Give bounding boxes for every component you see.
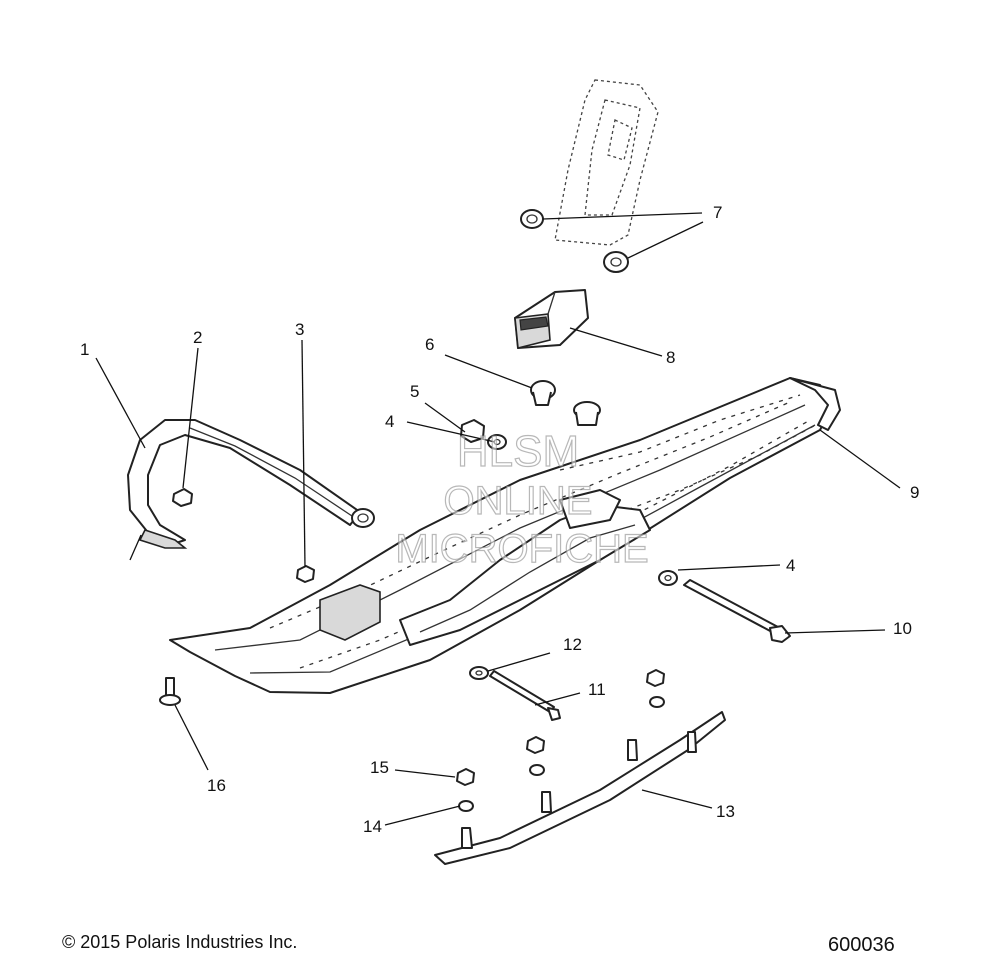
washer-14c — [649, 696, 665, 708]
callout-10: 10 — [893, 619, 912, 638]
callout-14: 14 — [363, 817, 382, 836]
spindle-reference — [554, 79, 659, 246]
callout-labels: 1 2 3 4 5 6 7 8 9 4 10 12 11 13 15 14 16 — [80, 203, 919, 836]
washer-14b — [529, 764, 545, 776]
handle-nut — [172, 488, 193, 507]
callout-12: 12 — [563, 635, 582, 654]
long-bolt — [683, 579, 791, 643]
callout-6: 6 — [425, 335, 434, 354]
callout-15: 15 — [370, 758, 389, 777]
rivet-16 — [159, 677, 181, 706]
watermark-line-2: ONLINE — [444, 479, 593, 523]
bushing-upper — [520, 209, 544, 229]
watermark: HLSM ONLINE MICROFICHE — [395, 426, 650, 571]
leader-lines — [95, 212, 901, 826]
callout-4a: 4 — [385, 412, 394, 431]
callout-16: 16 — [207, 776, 226, 795]
callout-3: 3 — [295, 320, 304, 339]
nut-15c — [646, 669, 665, 687]
watermark-line-3: MICROFICHE — [395, 527, 648, 571]
callout-1: 1 — [80, 340, 89, 359]
hex-nut-upper — [460, 419, 485, 443]
hex-nut-3 — [296, 565, 315, 583]
copyright-notice: © 2015 Polaris Industries Inc. — [62, 932, 298, 952]
callout-2: 2 — [193, 328, 202, 347]
ski-body — [169, 377, 841, 694]
callout-9: 9 — [910, 483, 919, 502]
bolt-11 — [489, 670, 561, 721]
wear-bar — [434, 711, 726, 865]
ski-handle-loop — [127, 419, 375, 549]
diagram-id: 600036 — [828, 934, 895, 956]
nut-15b — [526, 736, 545, 754]
nut-15a — [456, 768, 475, 786]
callout-11: 11 — [588, 680, 606, 699]
bushing-lower — [603, 251, 629, 273]
callout-5: 5 — [410, 382, 419, 401]
callout-8: 8 — [666, 348, 675, 367]
washer-upper — [487, 434, 507, 450]
washer-12 — [469, 666, 489, 680]
washer-14a — [458, 800, 474, 812]
callout-7: 7 — [713, 203, 722, 222]
pivot-spacer — [573, 401, 601, 426]
washer-lower — [658, 570, 678, 586]
callout-4b: 4 — [786, 556, 795, 575]
ski-mount-block — [514, 289, 589, 350]
watermark-line-1: HLSM — [457, 427, 579, 476]
pivot-bolt — [530, 380, 556, 406]
callout-13: 13 — [716, 802, 735, 821]
